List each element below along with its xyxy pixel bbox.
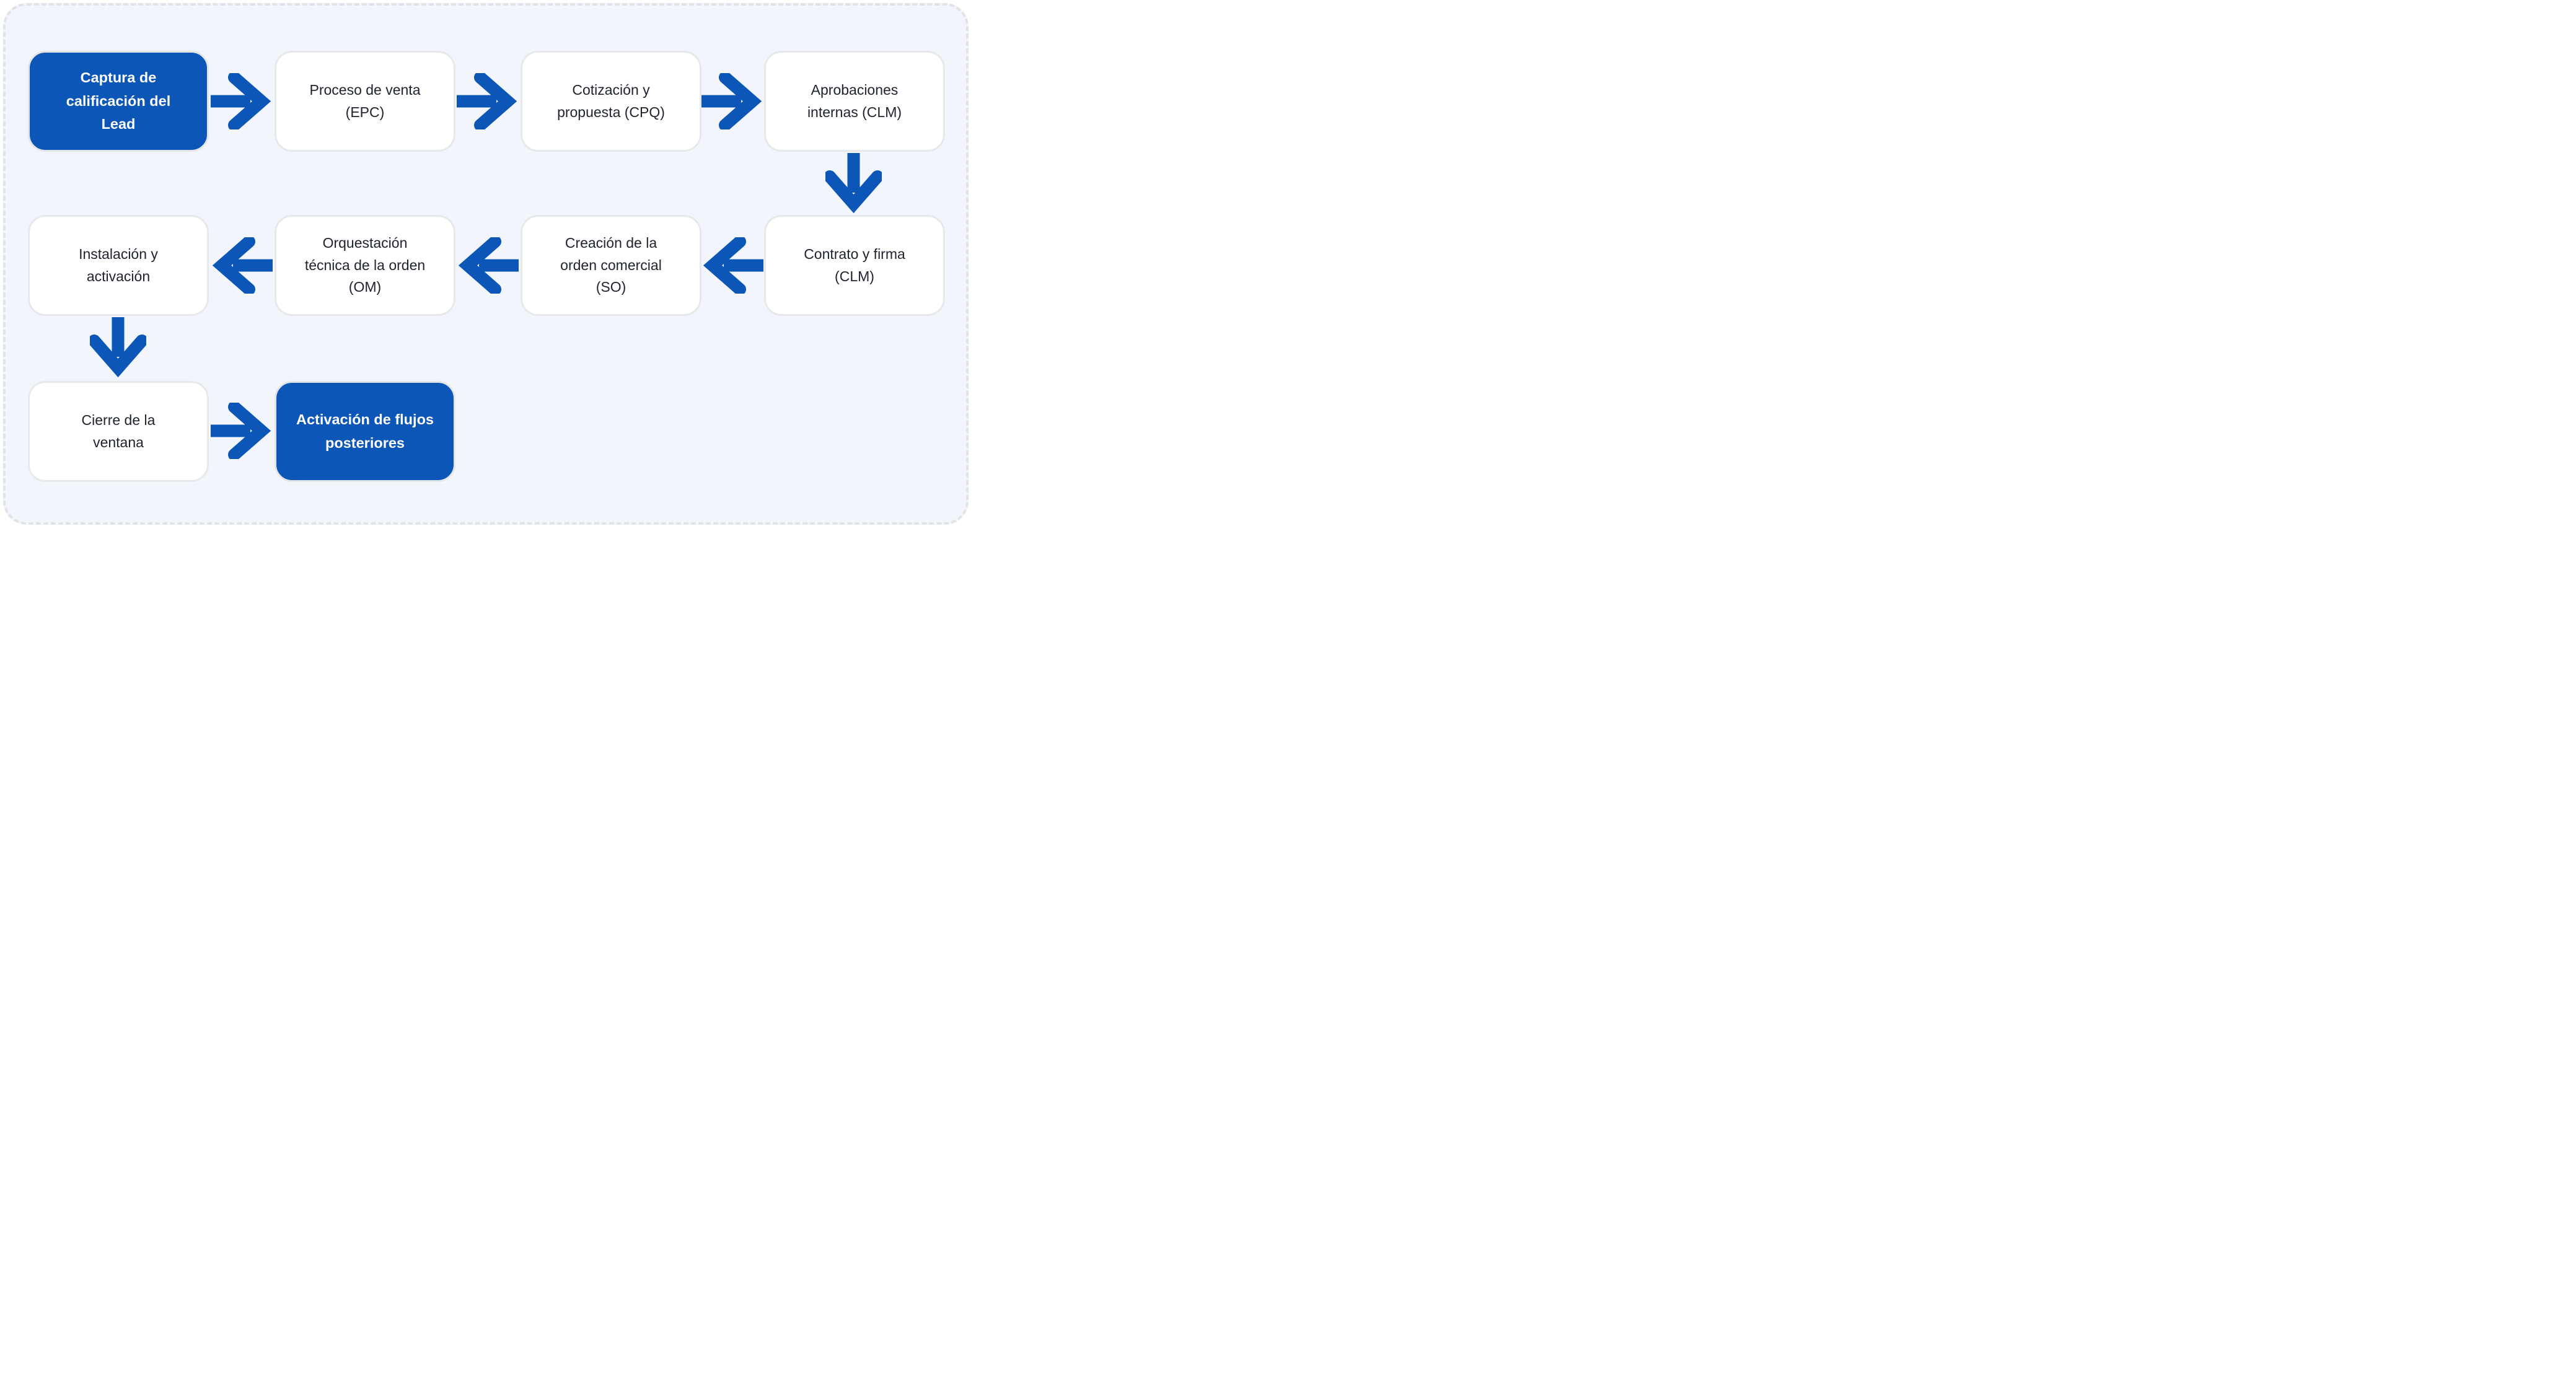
arrow-right-icon xyxy=(211,403,271,459)
arrow-down-icon xyxy=(90,317,146,378)
node-captura-lead: Captura de calificación del Lead xyxy=(28,51,209,152)
node-aprobaciones-internas: Aprobaciones internas (CLM) xyxy=(764,51,945,152)
arrow-down-icon xyxy=(825,153,882,214)
flow-diagram: Captura de calificación del Lead Proceso… xyxy=(0,0,972,528)
arrow-left-icon xyxy=(703,237,763,294)
arrow-left-icon xyxy=(212,237,273,294)
node-creacion-orden: Creación de la orden comercial (SO) xyxy=(521,215,701,316)
arrow-left-icon xyxy=(458,237,519,294)
node-cotizacion-propuesta: Cotización y propuesta (CPQ) xyxy=(521,51,701,152)
node-orquestacion-tecnica: Orquestación técnica de la orden (OM) xyxy=(275,215,455,316)
node-instalacion-activacion: Instalación y activación xyxy=(28,215,209,316)
arrow-right-icon xyxy=(457,73,517,129)
node-proceso-venta: Proceso de venta (EPC) xyxy=(275,51,455,152)
arrow-right-icon xyxy=(701,73,762,129)
node-contrato-firma: Contrato y firma (CLM) xyxy=(764,215,945,316)
arrow-right-icon xyxy=(211,73,271,129)
node-cierre-ventana: Cierre de la ventana xyxy=(28,381,209,482)
node-activacion-flujos: Activación de flujos posteriores xyxy=(275,381,455,482)
